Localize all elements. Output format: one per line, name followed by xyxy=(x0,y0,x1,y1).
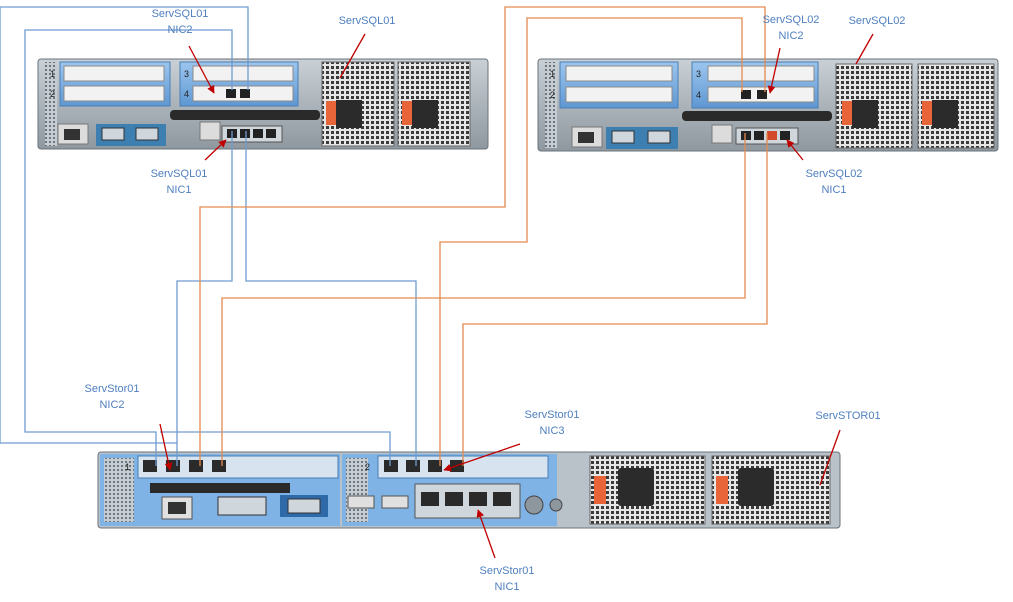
cable-orange-sql02nic1-b xyxy=(462,133,768,466)
cables-orange xyxy=(199,6,768,466)
label-servsql01-nic1: ServSQL01 NIC1 xyxy=(139,166,219,198)
svg-text:1: 1 xyxy=(125,462,130,472)
cable-orange-sql02nic1-a xyxy=(221,133,746,466)
cable-blue-stor-loop xyxy=(160,431,391,466)
label-servstor01-name-text: ServSTOR01 xyxy=(815,410,881,422)
arrow-sql01-nic1 xyxy=(204,139,227,161)
cable-blue-sql01nic2-outer xyxy=(0,6,249,466)
label-servsql01-nic2: ServSQL01 NIC2 xyxy=(140,6,220,38)
svg-text:1: 1 xyxy=(50,69,55,79)
arrow-sql02-nic2 xyxy=(767,47,781,94)
arrow-stor-nic2 xyxy=(159,423,173,471)
label-servsql01-nic1-line1: ServSQL01 xyxy=(150,168,208,180)
label-servsql02-nic2-line2: NIC2 xyxy=(778,30,804,42)
svg-text:3: 3 xyxy=(184,69,189,79)
cable-blue-sql01nic2-inner xyxy=(24,29,233,466)
server-servsql02: 1 2 3 4 xyxy=(537,58,999,152)
pointer-arrows xyxy=(159,33,874,559)
svg-text:3: 3 xyxy=(696,69,701,79)
label-servsql01-nic2-line2: NIC2 xyxy=(167,24,193,36)
label-servsql01-name-text: ServSQL01 xyxy=(338,15,396,27)
arrow-stor-name xyxy=(819,429,841,486)
label-servsql01-nic1-line2: NIC1 xyxy=(166,184,192,196)
svg-text:4: 4 xyxy=(184,89,189,99)
label-servstor01-nic2-line2: NIC2 xyxy=(99,399,125,411)
cable-blue-sql01nic1-b xyxy=(245,131,417,466)
label-servstor01-nic1: ServStor01 NIC1 xyxy=(467,563,547,595)
label-servsql01-nic2-line1: ServSQL01 xyxy=(151,8,209,20)
label-servstor01-nic1-line1: ServStor01 xyxy=(479,565,535,577)
label-servstor01-nic3-line2: NIC3 xyxy=(539,425,565,437)
arrow-stor-nic3 xyxy=(443,443,521,472)
label-servstor01-name: ServSTOR01 xyxy=(805,408,891,424)
arrow-sql01-nic2 xyxy=(188,45,215,94)
svg-text:4: 4 xyxy=(696,90,701,100)
label-servstor01-nic3-line1: ServStor01 xyxy=(524,409,580,421)
cable-orange-sql02nic2-inner xyxy=(439,17,743,466)
svg-text:2: 2 xyxy=(50,89,55,99)
server-servsql01: 1 2 3 4 xyxy=(37,58,489,150)
label-servsql01-name: ServSQL01 xyxy=(330,13,404,29)
label-servsql02-name-text: ServSQL02 xyxy=(848,15,906,27)
arrow-sql02-nic1 xyxy=(786,139,804,161)
label-servstor01-nic2: ServStor01 NIC2 xyxy=(72,381,152,413)
label-servsql02-nic1-line1: ServSQL02 xyxy=(805,168,863,180)
server-servstor01: 1 2 xyxy=(97,451,841,529)
svg-text:1: 1 xyxy=(550,69,555,79)
label-servsql02-nic2: ServSQL02 NIC2 xyxy=(751,12,831,44)
cable-orange-sql02nic2-outer xyxy=(199,6,766,466)
arrow-sql02-name xyxy=(855,33,874,65)
arrow-stor-nic1 xyxy=(476,509,496,559)
svg-text:2: 2 xyxy=(365,462,370,472)
cable-blue-sql01nic1-a xyxy=(176,131,233,443)
label-servstor01-nic1-line2: NIC1 xyxy=(494,581,520,593)
label-servstor01-nic3: ServStor01 NIC3 xyxy=(512,407,592,439)
arrow-sql01-name xyxy=(339,33,366,79)
label-servsql02-nic2-line1: ServSQL02 xyxy=(762,14,820,26)
label-servsql02-nic1-line2: NIC1 xyxy=(821,184,847,196)
cables-blue xyxy=(0,6,417,466)
label-servsql02-nic1: ServSQL02 NIC1 xyxy=(794,166,874,198)
label-servsql02-name: ServSQL02 xyxy=(840,13,914,29)
label-servstor01-nic2-line1: ServStor01 xyxy=(84,383,140,395)
svg-text:2: 2 xyxy=(550,90,555,100)
